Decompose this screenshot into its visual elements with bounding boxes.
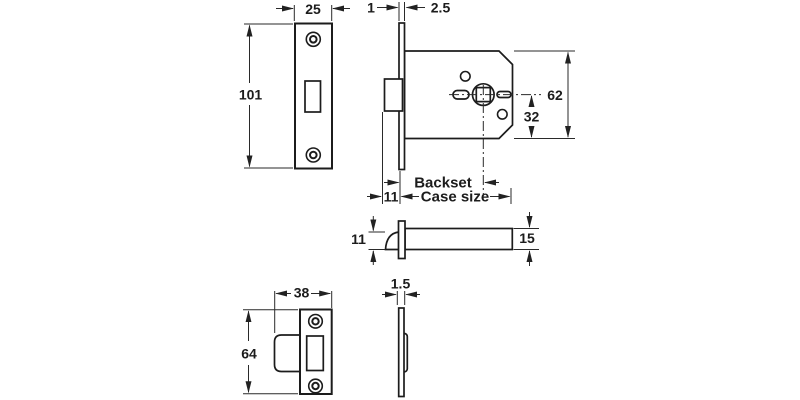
dimension-forend-width: 25 [276, 1, 350, 21]
dimension-case-thickness: 15 [513, 212, 539, 266]
dim-text-strike-width: 38 [294, 285, 310, 301]
case-size-label: Case size [421, 189, 489, 206]
latchbolt-case-body [404, 227, 514, 251]
screw-hole-icon [307, 313, 324, 329]
dim-text-forend-height: 101 [239, 87, 263, 103]
backset-label: Backset [414, 175, 472, 192]
dim-text-strike-height: 64 [241, 346, 257, 362]
dimension-strike-thickness: 1.5 [382, 276, 420, 305]
screw-hole-inner-icon [309, 150, 318, 160]
dimension-backset: Backset [384, 171, 499, 204]
dim-text-case-thickness: 15 [519, 230, 535, 246]
dimension-strike-height: 64 [241, 309, 298, 395]
strike-lip [273, 334, 303, 373]
dim-text-faceplate-thickness: 1 [367, 0, 375, 16]
dimension-bolt-height: 11 [351, 216, 386, 265]
dim-text-spindle-to-bottom: 32 [524, 109, 540, 125]
latchbolt-top [383, 78, 404, 112]
view-strike-plate-front: 38 64 [241, 285, 333, 395]
view-lock-case: 1 2.5 62 32 Backset 11 Cas [367, 0, 575, 206]
dim-text-strike-thickness: 1.5 [391, 276, 411, 292]
view-forend-front: 25 101 [239, 1, 350, 170]
dim-text-bolt-protrusion: 11 [384, 189, 399, 205]
screw-hole-inner-icon [309, 35, 318, 44]
dimension-case-height: 62 [514, 50, 575, 139]
dim-text-bolt-height: 11 [351, 231, 366, 247]
fixing-hole-icon [496, 108, 508, 120]
view-strike-plate-side: 1.5 [382, 276, 420, 398]
screw-hole-inner-icon [311, 381, 320, 391]
dimension-strike-width: 38 [274, 285, 333, 333]
screw-hole-icon [305, 147, 322, 163]
dim-text-faceplate-total: 2.5 [431, 0, 451, 16]
latch-opening [304, 80, 322, 113]
screw-hole-icon [305, 31, 322, 48]
strike-latch-opening [305, 335, 325, 372]
faceplate-cross-section [397, 220, 406, 260]
dimension-faceplate-thickness: 1 2.5 [367, 0, 450, 21]
screw-hole-icon [307, 378, 324, 394]
fixing-hole-icon [459, 70, 471, 82]
dimension-spindle-to-bottom: 32 [524, 95, 540, 138]
dimension-case-size: 11 Case size [367, 112, 512, 206]
dim-text-case-height: 62 [547, 87, 563, 103]
view-latchbolt-side: 11 15 [351, 212, 539, 266]
screw-hole-inner-icon [311, 317, 320, 326]
latchbolt-head [384, 231, 400, 251]
dimension-forend-height: 101 [239, 23, 293, 169]
dim-text-forend-width: 25 [305, 1, 321, 17]
strike-plate-edge [397, 307, 405, 398]
